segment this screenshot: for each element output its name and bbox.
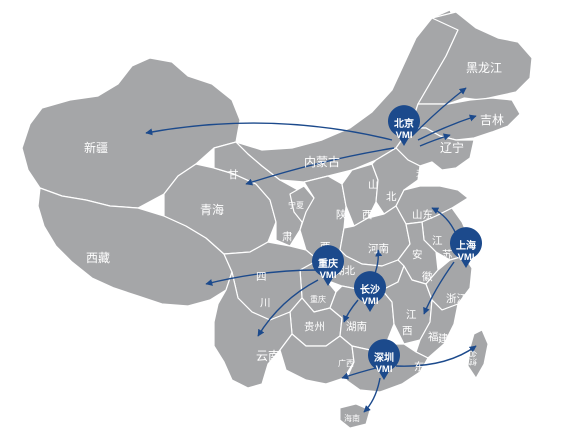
province-fujian bbox=[415, 299, 459, 359]
label-shanxi-1: 山 bbox=[368, 179, 379, 191]
hub-markers: 北京 VMI 上海 VMI 重庆 VMI 长沙 VMI 深圳 VMI bbox=[312, 105, 482, 380]
province-guangxi bbox=[279, 333, 355, 385]
map-pin-icon bbox=[354, 271, 386, 312]
label-henan: 河南 bbox=[368, 242, 389, 255]
route-beijing-liaoning bbox=[419, 133, 451, 147]
hub-shanghai[interactable]: 上海 VMI bbox=[450, 227, 482, 268]
label-shandong: 山东 bbox=[412, 208, 433, 221]
hub-chongqing-tag: VMI bbox=[320, 270, 337, 281]
label-shanxi-2: 西 bbox=[362, 209, 373, 221]
route-beijing-jilin bbox=[417, 114, 477, 141]
label-sichuan-1: 四 bbox=[256, 271, 267, 283]
map-pin-icon bbox=[312, 245, 344, 286]
route-beijing-gansu bbox=[245, 147, 395, 186]
map-pin-icon bbox=[450, 227, 482, 268]
hub-shenzhen-city: 深圳 bbox=[374, 351, 394, 364]
hub-beijing-city: 北京 bbox=[394, 117, 414, 130]
hub-changsha[interactable]: 长沙 VMI bbox=[354, 271, 386, 312]
label-zhejiang: 浙江 bbox=[446, 293, 467, 305]
label-jiangsu-1: 江 bbox=[432, 235, 443, 247]
label-liaoning: 辽宁 bbox=[440, 140, 464, 155]
label-qinghai: 青海 bbox=[200, 202, 224, 217]
map-pin-icon bbox=[368, 339, 400, 380]
label-hebei: 北 bbox=[386, 191, 397, 203]
label-xinjiang: 新疆 bbox=[84, 140, 108, 155]
route-shenzhen-guangxi bbox=[341, 367, 377, 380]
hub-shenzhen[interactable]: 深圳 VMI bbox=[368, 339, 400, 380]
label-jiangxi-2: 西 bbox=[402, 325, 413, 337]
hub-changsha-tag: VMI bbox=[362, 296, 379, 307]
province-labels: 新疆 西藏 青海 甘 肃 内蒙古 黑龙江 吉林 辽宁 宁夏 山 西 北 天津 山… bbox=[84, 61, 504, 423]
label-tianjin: 天津 bbox=[416, 168, 432, 178]
map-pin-icon bbox=[388, 105, 420, 146]
route-beijing-xinjiang bbox=[145, 122, 393, 141]
label-anhui-1: 安 bbox=[412, 248, 423, 261]
route-changsha-guizhou bbox=[343, 299, 359, 323]
label-neimenggu: 内蒙古 bbox=[304, 154, 340, 169]
label-fujian-1: 福 bbox=[428, 330, 439, 343]
label-guangxi: 广西 bbox=[338, 358, 354, 368]
label-jiangxi-1: 江 bbox=[406, 309, 417, 321]
label-guizhou: 贵州 bbox=[304, 320, 325, 333]
hub-changsha-city: 长沙 bbox=[360, 283, 380, 296]
label-anhui-2: 徽 bbox=[422, 270, 433, 283]
label-ningxia: 宁夏 bbox=[288, 200, 304, 210]
label-hainan: 海南 bbox=[344, 413, 360, 423]
label-fujian-2: 建 bbox=[438, 332, 449, 345]
label-yunnan: 云南 bbox=[256, 348, 280, 363]
route-shenzhen-hainan bbox=[363, 377, 381, 413]
route-beijing-heilongjiang bbox=[411, 87, 467, 137]
hub-chongqing[interactable]: 重庆 VMI bbox=[312, 245, 344, 286]
label-guangdong: 东 bbox=[414, 360, 425, 373]
route-chongqing-yunnan bbox=[257, 279, 319, 337]
hub-beijing[interactable]: 北京 VMI bbox=[388, 105, 420, 146]
hub-beijing-tag: VMI bbox=[396, 130, 413, 141]
label-shaanxi-1: 陕 bbox=[336, 208, 347, 221]
label-xizang: 西藏 bbox=[86, 251, 110, 265]
label-heilongjiang: 黑龙江 bbox=[466, 61, 502, 75]
hub-shanghai-city: 上海 bbox=[456, 239, 476, 252]
label-taiwan: 台湾 bbox=[468, 350, 478, 366]
hub-shenzhen-tag: VMI bbox=[376, 364, 393, 375]
label-gansu-1: 甘 bbox=[228, 168, 239, 181]
hub-chongqing-city: 重庆 bbox=[318, 257, 338, 270]
province-yunnan bbox=[213, 271, 293, 389]
hub-shanghai-tag: VMI bbox=[458, 252, 475, 263]
island-hainan bbox=[339, 403, 371, 429]
label-hunan: 湖南 bbox=[346, 320, 367, 333]
routes-layer bbox=[145, 87, 477, 413]
label-sichuan-2: 川 bbox=[260, 297, 271, 309]
route-shanghai-shandong bbox=[431, 207, 457, 235]
route-shanghai-fujian bbox=[423, 261, 455, 315]
label-gansu-2: 肃 bbox=[282, 231, 293, 243]
route-chongqing-xizang bbox=[205, 269, 319, 286]
label-jiangsu-2: 苏 bbox=[442, 248, 453, 261]
label-chongqing: 重庆 bbox=[310, 294, 326, 304]
label-jilin: 吉林 bbox=[480, 113, 504, 127]
province-xizang bbox=[37, 187, 233, 307]
route-shenzhen-taiwan bbox=[395, 345, 477, 367]
provinces-layer bbox=[21, 9, 533, 429]
